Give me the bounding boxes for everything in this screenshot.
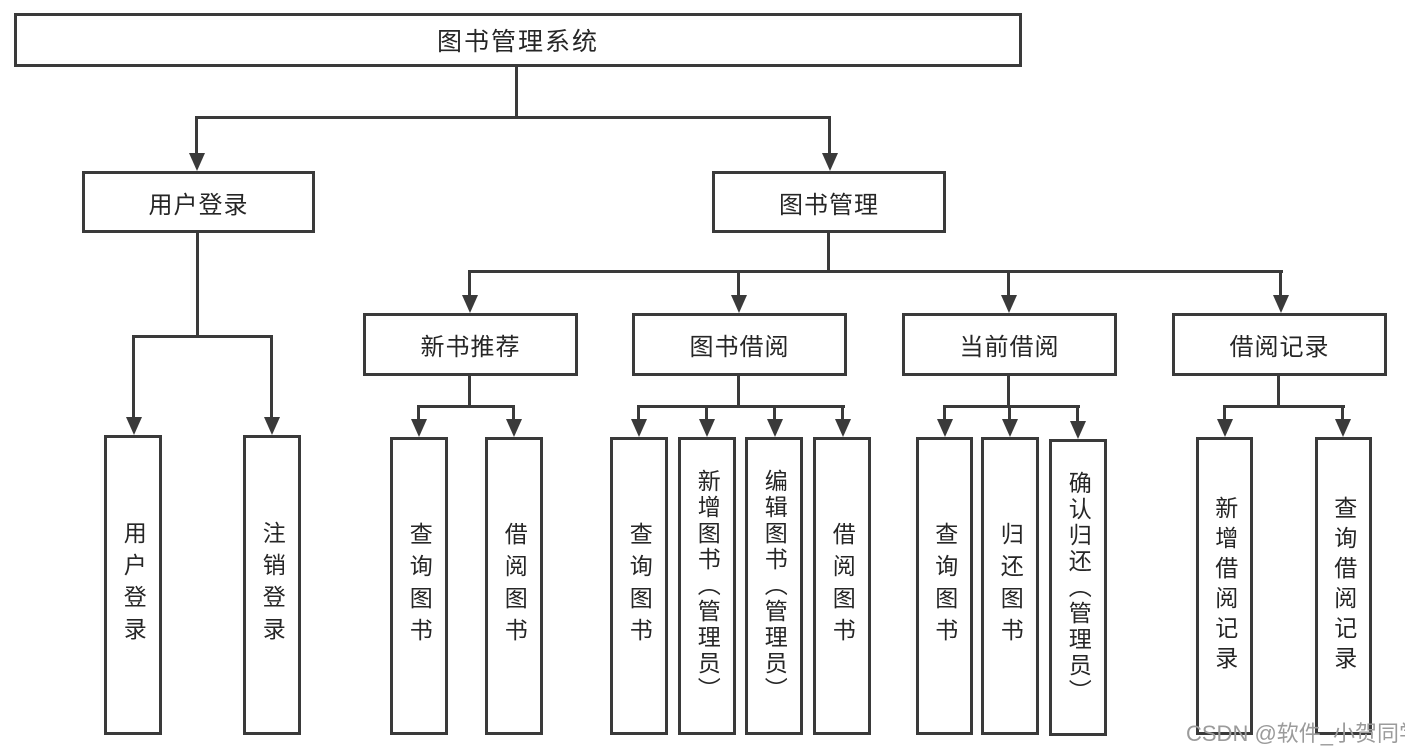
leaf-label: 确认归还（管理员） <box>1065 470 1092 705</box>
arrowhead-down-icon <box>731 295 747 313</box>
leaf-query-book: 查询图书 <box>610 437 668 735</box>
leaf-label: 归还图书 <box>997 522 1024 650</box>
arrowhead-down-icon <box>1335 419 1351 437</box>
leaf-edit-book-admin: 编辑图书（管理员） <box>745 437 803 735</box>
connector-vline <box>468 376 471 407</box>
connector-vline <box>737 376 740 407</box>
connector-vline <box>270 335 273 417</box>
connector-vline <box>637 405 640 419</box>
arrowhead-down-icon <box>1070 421 1086 439</box>
arrowhead-down-icon <box>189 153 205 171</box>
node-borrow-records-label: 借阅记录 <box>1229 334 1330 361</box>
connector-vline <box>1279 270 1282 295</box>
leaf-query-book: 查询图书 <box>390 437 448 735</box>
arrowhead-down-icon <box>462 295 478 313</box>
leaf-query-book: 查询图书 <box>916 437 973 735</box>
connector-vline <box>196 233 199 337</box>
connector-vline <box>417 405 420 419</box>
node-user-login-label: 用户登录 <box>148 191 249 219</box>
node-book-borrow: 图书借阅 <box>632 313 847 376</box>
connector-vline <box>1223 405 1226 419</box>
node-root-label: 图书管理系统 <box>436 28 599 56</box>
node-current-borrow: 当前借阅 <box>902 313 1117 376</box>
connector-vline <box>943 405 946 419</box>
arrowhead-down-icon <box>1001 295 1017 313</box>
arrowhead-down-icon <box>1273 295 1289 313</box>
connector-vline <box>705 405 708 419</box>
connector-hline <box>195 116 831 119</box>
connector-hline <box>417 405 515 408</box>
connector-vline <box>827 233 830 272</box>
csdn-watermark: CSDN @软件_小贺同学 <box>1186 721 1405 746</box>
connector-vline <box>1007 270 1010 295</box>
arrowhead-down-icon <box>835 419 851 437</box>
node-book-management-label: 图书管理 <box>779 191 879 219</box>
connector-vline <box>512 405 515 419</box>
leaf-label: 查询图书 <box>931 522 958 650</box>
arrowhead-down-icon <box>264 417 280 435</box>
connector-vline <box>1277 376 1280 407</box>
connector-vline <box>195 116 198 153</box>
leaf-add-book-admin: 新增图书（管理员） <box>678 437 736 735</box>
leaf-label: 查询借阅记录 <box>1330 496 1357 676</box>
leaf-label: 编辑图书（管理员） <box>761 469 788 703</box>
leaf-add-borrow-record: 新增借阅记录 <box>1196 437 1253 735</box>
leaf-label: 查询图书 <box>626 522 653 650</box>
connector-vline <box>468 270 471 295</box>
connector-vline <box>1008 405 1011 419</box>
leaf-label: 用户登录 <box>120 521 147 649</box>
node-root: 图书管理系统 <box>14 13 1022 67</box>
connector-hline <box>1223 405 1345 408</box>
leaf-user-login: 用户登录 <box>104 435 162 735</box>
leaf-borrow-book: 借阅图书 <box>813 437 871 735</box>
connector-vline <box>1007 376 1010 407</box>
connector-vline <box>515 67 518 118</box>
leaf-label: 查询图书 <box>406 522 433 650</box>
arrowhead-down-icon <box>506 419 522 437</box>
leaf-query-borrow-record: 查询借阅记录 <box>1315 437 1372 735</box>
leaf-confirm-return-admin: 确认归还（管理员） <box>1049 439 1107 736</box>
arrowhead-down-icon <box>767 419 783 437</box>
leaf-label: 借阅图书 <box>829 522 856 650</box>
arrowhead-down-icon <box>1002 419 1018 437</box>
leaf-borrow-book: 借阅图书 <box>485 437 543 735</box>
node-borrow-records: 借阅记录 <box>1172 313 1387 376</box>
node-new-book-recommend: 新书推荐 <box>363 313 578 376</box>
connector-hline <box>132 335 273 338</box>
connector-vline <box>737 270 740 295</box>
node-book-borrow-label: 图书借阅 <box>689 334 790 361</box>
node-book-management: 图书管理 <box>712 171 946 233</box>
connector-hline <box>943 405 1080 408</box>
leaf-label: 新增图书（管理员） <box>694 469 721 703</box>
connector-vline <box>828 116 831 153</box>
connector-vline <box>132 335 135 417</box>
arrowhead-down-icon <box>822 153 838 171</box>
arrowhead-down-icon <box>1217 419 1233 437</box>
arrowhead-down-icon <box>411 419 427 437</box>
arrowhead-down-icon <box>631 419 647 437</box>
connector-vline <box>1341 405 1344 419</box>
leaf-return-book: 归还图书 <box>981 437 1039 735</box>
arrowhead-down-icon <box>699 419 715 437</box>
connector-vline <box>841 405 844 419</box>
node-user-login: 用户登录 <box>82 171 315 233</box>
node-new-book-recommend-label: 新书推荐 <box>420 334 521 361</box>
arrowhead-down-icon <box>126 417 142 435</box>
node-current-borrow-label: 当前借阅 <box>959 334 1060 361</box>
leaf-label: 注销登录 <box>259 521 286 649</box>
connector-vline <box>1076 405 1079 421</box>
leaf-logout: 注销登录 <box>243 435 301 735</box>
arrowhead-down-icon <box>937 419 953 437</box>
connector-vline <box>773 405 776 419</box>
connector-hline <box>637 405 845 408</box>
leaf-label: 借阅图书 <box>501 522 528 650</box>
leaf-label: 新增借阅记录 <box>1211 496 1238 676</box>
connector-hline <box>468 270 1283 273</box>
